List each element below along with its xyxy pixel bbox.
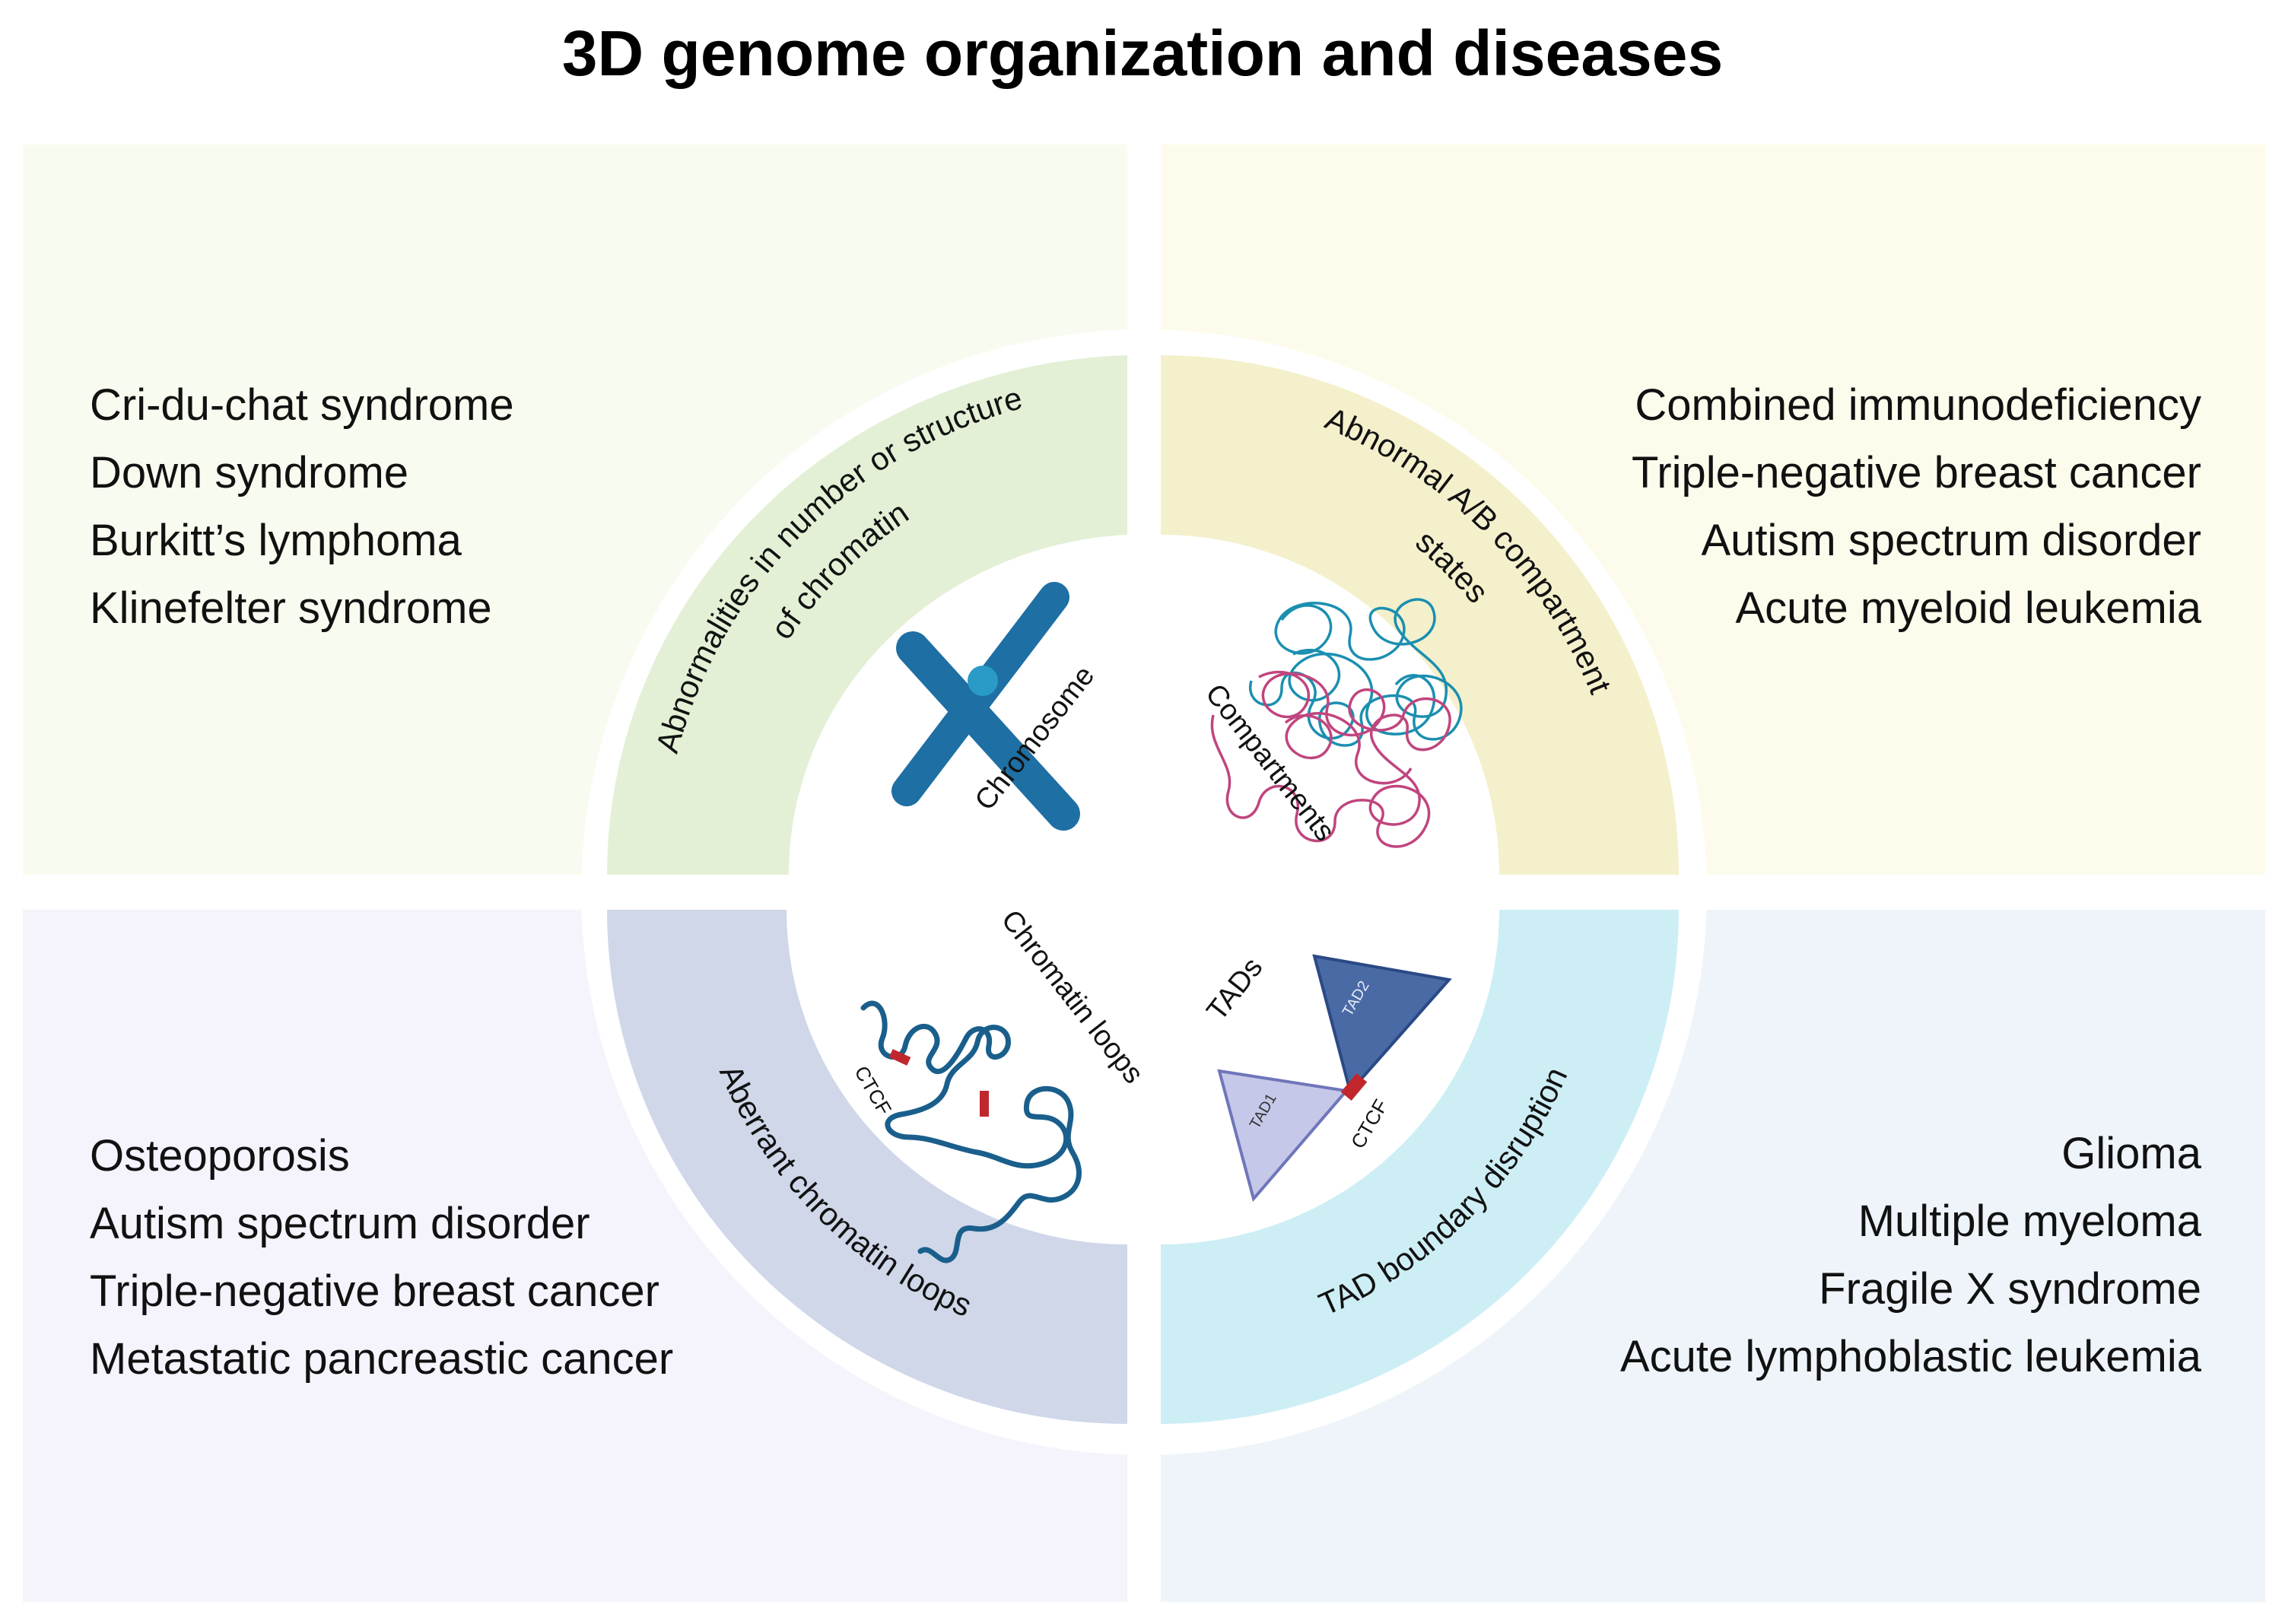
ctcf-marker-icon xyxy=(888,1049,989,1117)
disease-item: Fragile X syndrome xyxy=(1819,1264,2201,1314)
compartments-icon xyxy=(1210,598,1463,848)
disease-item: Burkitt’s lymphoma xyxy=(90,516,462,565)
disease-item: Klinefelter syndrome xyxy=(90,583,492,633)
disease-item: Triple-negative breast cancer xyxy=(90,1266,659,1316)
disease-item: Acute lymphoblastic leukemia xyxy=(1619,1332,2201,1381)
disease-item: Cri-du-chat syndrome xyxy=(90,380,514,430)
disease-item: Glioma xyxy=(2061,1129,2201,1178)
chromatin-loops-icon xyxy=(860,1000,1082,1263)
disease-item: Acute myeloid leukemia xyxy=(1735,583,2201,633)
disease-list-top-right: Combined immunodeficiency Triple-negativ… xyxy=(1632,371,2201,642)
ring-sector-top-right xyxy=(1161,355,1679,875)
disease-item: Combined immunodeficiency xyxy=(1635,380,2201,430)
disease-item: Multiple myeloma xyxy=(1858,1197,2201,1246)
disease-list-bottom-left: Osteoporosis Autism spectrum disorder Tr… xyxy=(90,1122,673,1393)
ring-sector-bottom-left xyxy=(607,910,1127,1424)
disease-item: Autism spectrum disorder xyxy=(90,1199,590,1248)
figure-title: 3D genome organization and diseases xyxy=(561,17,1724,89)
ring-sector-bottom-right xyxy=(1161,910,1679,1424)
chromosome-icon xyxy=(891,582,1080,831)
tad-triangles-icon xyxy=(1217,954,1452,1203)
disease-item: Down syndrome xyxy=(90,448,409,497)
ring-background xyxy=(581,329,1707,1455)
disease-list-top-left: Cri-du-chat syndrome Down syndrome Burki… xyxy=(90,371,514,642)
disease-item: Osteoporosis xyxy=(90,1131,350,1181)
disease-item: Triple-negative breast cancer xyxy=(1632,448,2201,497)
disease-item: Autism spectrum disorder xyxy=(1701,516,2201,565)
ring-sector-top-left xyxy=(606,355,1127,875)
disease-list-bottom-right: Glioma Multiple myeloma Fragile X syndro… xyxy=(1620,1120,2201,1390)
disease-item: Metastatic pancreastic cancer xyxy=(90,1334,674,1384)
